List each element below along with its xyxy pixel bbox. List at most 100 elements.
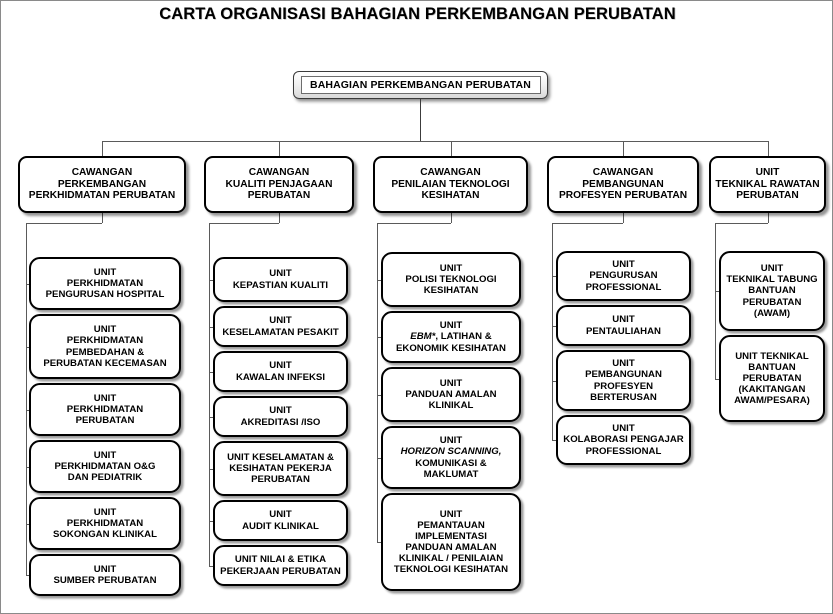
branch-node-kualiti-penjagaan-perubatan[interactable]: CAWANGAN KUALITI PENJAGAAN PERUBATAN [204,156,354,213]
column-rail-pembangunan-profesyen-perubatan [552,223,553,440]
branch-node-label: CAWANGAN PERKEMBANGAN PERKHIDMATAN PERUB… [28,166,176,202]
unit-node-label: UNIT KEPASTIAN KUALITI [232,268,329,291]
unit-node-label: UNIT PENTAULIAHAN [586,314,661,337]
unit-node[interactable]: UNIT SUMBER PERUBATAN [29,554,181,596]
branch-drop-teknikal-rawatan-perubatan [767,213,769,223]
unit-node[interactable]: UNIT KESELAMATAN PESAKIT [213,306,348,347]
branch-stem-pembangunan-profesyen-perubatan [623,141,624,156]
unit-node[interactable]: UNIT PANDUAN AMALAN KLINIKAL [381,367,521,422]
unit-stub [209,520,213,522]
unit-node[interactable]: UNIT POLISI TEKNOLOGI KESIHATAN [381,252,521,307]
branch-stem-kualiti-penjagaan-perubatan [279,141,280,156]
unit-node-label: UNIT PERKHIDMATAN PERUBATAN [66,392,144,427]
branch-drop-pembangunan-profesyen-perubatan [623,213,624,223]
unit-node[interactable]: UNIT PERKHIDMATAN PERUBATAN [29,383,181,436]
unit-stub [209,468,213,470]
unit-stub [209,416,213,418]
unit-node-label: UNIT KOLABORASI PENGAJAR PROFESSIONAL [563,423,684,457]
unit-node[interactable]: UNIT NILAI & ETIKA PEKERJAAN PERUBATAN [213,545,348,586]
unit-node[interactable]: UNIT PERKHIDMATAN PEMBEDAHAN & PERUBATAN… [29,314,181,379]
branch-elbow-penilaian-teknologi-kesihatan [377,223,451,224]
branch-node-label: UNIT TEKNIKAL RAWATAN PERUBATAN [715,166,820,202]
branch-node-perkembangan-perkhidmatan-perubatan[interactable]: CAWANGAN PERKEMBANGAN PERKHIDMATAN PERUB… [18,156,186,213]
branch-drop-perkembangan-perkhidmatan-perubatan [102,213,103,223]
unit-stub [26,466,29,468]
unit-node[interactable]: UNIT TEKNIKAL BANTUAN PERUBATAN (KAKITAN… [719,335,825,422]
branch-node-penilaian-teknologi-kesihatan[interactable]: CAWANGAN PENILAIAN TEKNOLOGI KESIHATAN [373,156,528,213]
unit-node[interactable]: UNIT TEKNIKAL TABUNG BANTUAN PERUBATAN (… [719,251,825,331]
root-node[interactable]: BAHAGIAN PERKEMBANGAN PERUBATAN [293,71,548,99]
unit-stub [377,394,381,396]
unit-stub [26,575,29,576]
branch-elbow-perkembangan-perkhidmatan-perubatan [26,223,102,224]
root-stem [420,99,421,141]
unit-node-label: UNIT PEMANTAUAN IMPLEMENTASI PANDUAN AMA… [393,508,509,576]
column-rail-penilaian-teknologi-kesihatan [377,223,378,542]
unit-stub [209,279,213,281]
unit-node[interactable]: UNIT KAWALAN INFEKSI [213,351,348,392]
unit-stub [377,337,381,338]
unit-node[interactable]: UNIT KESELAMATAN & KESIHATAN PEKERJA PER… [213,441,348,496]
unit-node-label: UNIT KAWALAN INFEKSI [235,360,325,383]
unit-node-label: UNIT POLISI TEKNOLOGI KESIHATAN [405,262,497,297]
unit-node[interactable]: UNIT AKREDITASI /ISO [213,396,348,437]
unit-node-label: UNIT AUDIT KLINIKAL [242,509,319,532]
unit-node-label: UNIT TEKNIKAL BANTUAN PERUBATAN (KAKITAN… [734,350,810,407]
unit-stub [552,380,556,382]
unit-stub [26,523,29,525]
unit-node-label: UNIT PERKHIDMATAN PENGURUSAN HOSPITAL [45,266,165,301]
branch-drop-penilaian-teknologi-kesihatan [450,213,452,223]
unit-node-label: UNIT PERKHIDMATAN SOKONGAN KLINIKAL [53,506,157,541]
branch-drop-kualiti-penjagaan-perubatan [279,213,280,223]
unit-node[interactable]: UNIT PERKHIDMATAN PENGURUSAN HOSPITAL [29,257,181,310]
unit-node[interactable]: UNIT KOLABORASI PENGAJAR PROFESSIONAL [556,415,691,465]
unit-node-label: UNIT KESELAMATAN PESAKIT [222,315,339,338]
branch-node-label: CAWANGAN KUALITI PENJAGAAN PERUBATAN [225,166,333,202]
column-rail-kualiti-penjagaan-perubatan [209,223,210,566]
root-node-label: BAHAGIAN PERKEMBANGAN PERUBATAN [310,78,531,91]
level2-bus [102,141,768,142]
unit-stub [209,371,213,373]
unit-stub [377,457,381,459]
unit-stub [26,409,29,411]
unit-stub [552,325,556,327]
unit-node[interactable]: UNIT PEMANTAUAN IMPLEMENTASI PANDUAN AMA… [381,493,521,591]
unit-node[interactable]: UNIT KEPASTIAN KUALITI [213,257,348,302]
root-node-inner: BAHAGIAN PERKEMBANGAN PERUBATAN [300,76,541,94]
column-rail-perkembangan-perkhidmatan-perubatan [26,223,27,575]
unit-node[interactable]: UNIT AUDIT KLINIKAL [213,500,348,541]
column-rail-teknikal-rawatan-perubatan [715,223,716,379]
unit-node-label: UNIT PEMBANGUNAN PROFESYEN BERTERUSAN [585,358,662,403]
unit-node[interactable]: UNIT PERKHIDMATAN SOKONGAN KLINIKAL [29,497,181,550]
unit-node[interactable]: UNIT PEMBANGUNAN PROFESYEN BERTERUSAN [556,350,691,411]
unit-node-label: UNIT KESELAMATAN & KESIHATAN PEKERJA PER… [227,451,334,486]
unit-node-label: UNIT SUMBER PERUBATAN [53,563,157,586]
page-title: CARTA ORGANISASI BAHAGIAN PERKEMBANGAN P… [159,5,676,23]
branch-node-label: CAWANGAN PEMBANGUNAN PROFESYEN PERUBATAN [558,166,688,202]
unit-stub [715,291,719,292]
unit-node-label: UNIT PANDUAN AMALAN KLINIKAL [405,377,497,412]
branch-elbow-kualiti-penjagaan-perubatan [209,223,279,224]
unit-node-label: UNIT PERKHIDMATAN PEMBEDAHAN & PERUBATAN… [43,324,167,369]
unit-stub [377,542,381,543]
branch-elbow-teknikal-rawatan-perubatan [715,223,768,224]
unit-stub [552,440,556,441]
branch-stem-perkembangan-perkhidmatan-perubatan [102,141,103,156]
unit-stub [26,283,29,285]
unit-stub [377,279,381,281]
unit-stub [26,346,29,348]
unit-node[interactable]: UNIT PENGURUSAN PROFESSIONAL [556,251,691,301]
unit-node[interactable]: UNIT PERKHIDMATAN O&G DAN PEDIATRIK [29,440,181,493]
branch-node-pembangunan-profesyen-perubatan[interactable]: CAWANGAN PEMBANGUNAN PROFESYEN PERUBATAN [547,156,699,213]
unit-node-label: UNIT PERKHIDMATAN O&G DAN PEDIATRIK [54,449,156,484]
unit-node[interactable]: UNIT PENTAULIAHAN [556,305,691,346]
unit-stub [715,378,719,380]
branch-elbow-pembangunan-profesyen-perubatan [552,223,623,224]
branch-stem-teknikal-rawatan-perubatan [767,141,769,156]
unit-node-label: UNIT AKREDITASI /ISO [240,405,321,428]
branch-node-teknikal-rawatan-perubatan[interactable]: UNIT TEKNIKAL RAWATAN PERUBATAN [709,156,826,213]
